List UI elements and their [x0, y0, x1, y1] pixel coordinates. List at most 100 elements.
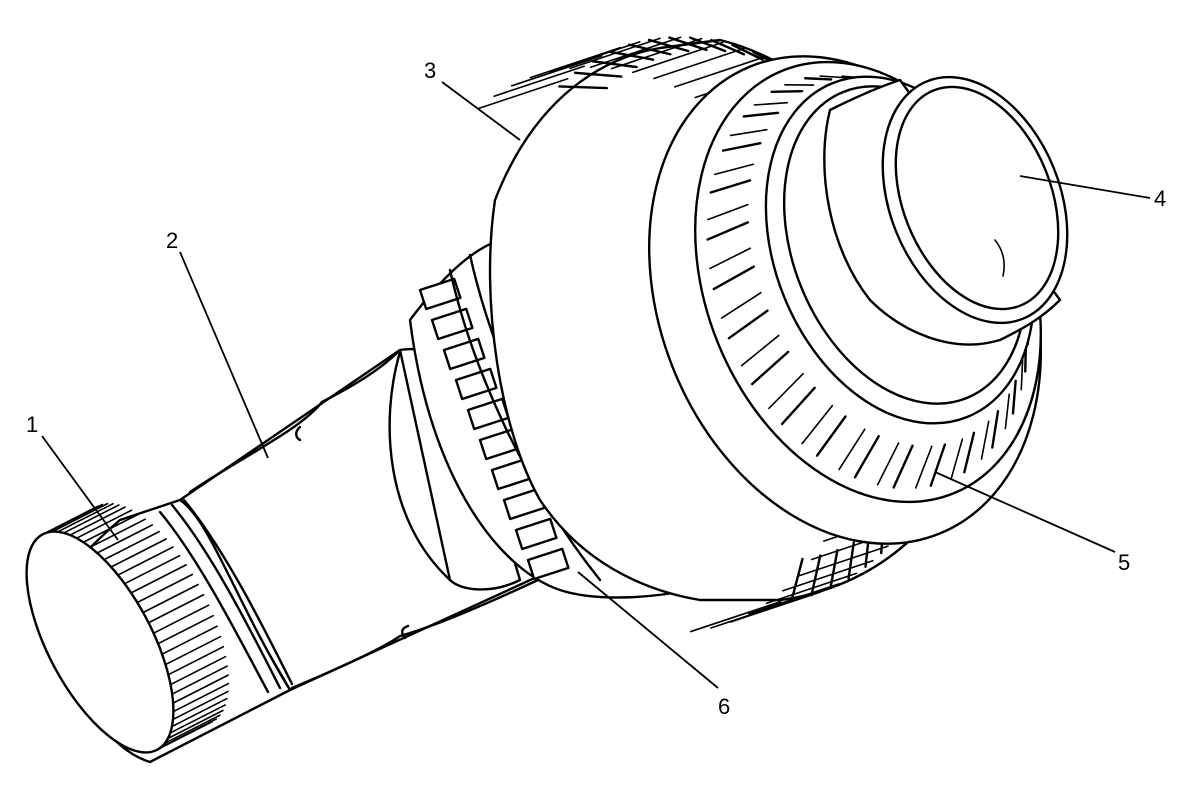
bearing-roller-edge: [740, 334, 780, 367]
callout-3: 3: [424, 58, 436, 83]
leader-1: [41, 435, 119, 541]
spline-tooth: [164, 635, 222, 666]
gear-tooth: [790, 557, 804, 602]
spline-tooth: [152, 604, 210, 634]
spline-tooth: [89, 518, 147, 548]
spline-teeth: [41, 502, 230, 751]
leader-3: [441, 81, 521, 141]
bearing-roller-edge: [706, 203, 749, 221]
bearing-rollers: [706, 75, 1030, 489]
bearing-roller-edge: [713, 163, 755, 176]
gear-tooth-flank: [610, 37, 703, 70]
gear-tooth-flank: [493, 65, 585, 98]
leader-2: [179, 251, 269, 459]
hub-roller: [442, 337, 486, 371]
gear-tooth-flank: [710, 597, 802, 629]
gear-tooth-flank: [653, 47, 745, 80]
bearing-roller-edge: [720, 291, 762, 319]
bearing-roller-edge: [1004, 393, 1011, 430]
gear-tooth: [590, 59, 638, 69]
splined-shaft-end: [25, 498, 294, 764]
gear-tooth: [731, 43, 764, 61]
spline-tooth: [169, 704, 227, 734]
gear-tooth-flank: [748, 583, 840, 615]
gear-tooth: [710, 38, 746, 56]
gear-tooth: [573, 71, 623, 78]
spline-tooth: [117, 546, 174, 576]
bearing-roller-edge: [729, 128, 768, 137]
leader-6: [577, 571, 719, 689]
leader-4: [1019, 175, 1151, 199]
gear-tooth: [829, 548, 839, 590]
bearing-roller: [1011, 379, 1017, 415]
callout-4: 4: [1154, 186, 1166, 211]
gear-tooth: [558, 85, 609, 90]
callout-5: 5: [1118, 550, 1130, 575]
spline-tooth: [130, 564, 187, 594]
callout-6: 6: [718, 694, 730, 719]
hub-roller: [514, 517, 558, 551]
bearing-roller-edge: [914, 445, 933, 489]
bearing-roller: [892, 444, 914, 489]
bearing-roller: [803, 77, 833, 81]
gear-tooth-flank: [476, 77, 569, 110]
leader-lines: [41, 81, 1151, 689]
spline-tooth: [51, 502, 109, 533]
spline-tooth: [172, 690, 229, 721]
bearing-roller: [770, 89, 804, 94]
gear-tooth: [810, 554, 822, 597]
spline-tooth: [164, 714, 221, 744]
spline-tooth: [63, 504, 120, 534]
gear-tooth-flank: [510, 55, 603, 87]
gear-tooth-flank: [549, 41, 641, 73]
bearing-roller-edge: [801, 404, 834, 445]
gear-tooth-flank: [797, 545, 889, 577]
bearing-roller: [780, 386, 816, 426]
gear-tooth-flank: [782, 559, 874, 592]
bearing-roller-edge: [819, 75, 846, 79]
spline-tooth: [169, 655, 227, 686]
bearing-roller-edge: [876, 442, 900, 486]
spline-tooth: [110, 538, 167, 568]
bearing-roller-edge: [709, 247, 752, 270]
bearing-roller: [712, 265, 755, 291]
spline-tooth: [147, 593, 205, 624]
bearing-roller: [929, 443, 947, 487]
spline-tooth: [96, 524, 153, 554]
spline-tooth: [123, 554, 181, 585]
bearing-roller: [709, 179, 752, 194]
bearing-race-sleeve: [823, 75, 1069, 346]
bearing-roller: [853, 434, 880, 479]
callout-labels: 1 2 3 4 5 6: [26, 58, 1166, 719]
callout-2: 2: [166, 228, 178, 253]
spline-tooth: [167, 645, 225, 676]
spline-tooth: [157, 614, 214, 645]
bearing-roller-edge: [753, 101, 789, 106]
hub-roller: [526, 547, 570, 581]
bearing-roller: [815, 415, 847, 457]
gear-tooth-flank: [569, 37, 661, 70]
bearing-roller: [721, 141, 762, 152]
spline-tooth: [172, 674, 229, 704]
bearing-roller-edge: [1020, 358, 1024, 391]
spline-tooth: [142, 583, 199, 614]
spline-tooth: [156, 720, 214, 751]
spline-tooth: [103, 530, 160, 561]
spline-tooth: [46, 503, 104, 534]
gear-tooth-flank: [689, 600, 782, 633]
spline-tooth: [82, 513, 140, 544]
bearing-roller: [706, 221, 750, 241]
callout-1: 1: [26, 412, 38, 437]
bearing-roller-edge: [838, 428, 866, 471]
gear-tooth-flank: [765, 572, 858, 605]
leader-5: [934, 471, 1116, 553]
bearing-roller-edge: [950, 438, 964, 481]
gear-tooth: [647, 38, 690, 53]
gear-tooth: [847, 541, 855, 580]
gear-tooth-flank: [631, 41, 724, 74]
bearing-roller: [727, 309, 769, 340]
hub-roller: [454, 367, 498, 401]
gear-tooth-flank: [589, 36, 682, 69]
hub-roller: [418, 277, 462, 311]
